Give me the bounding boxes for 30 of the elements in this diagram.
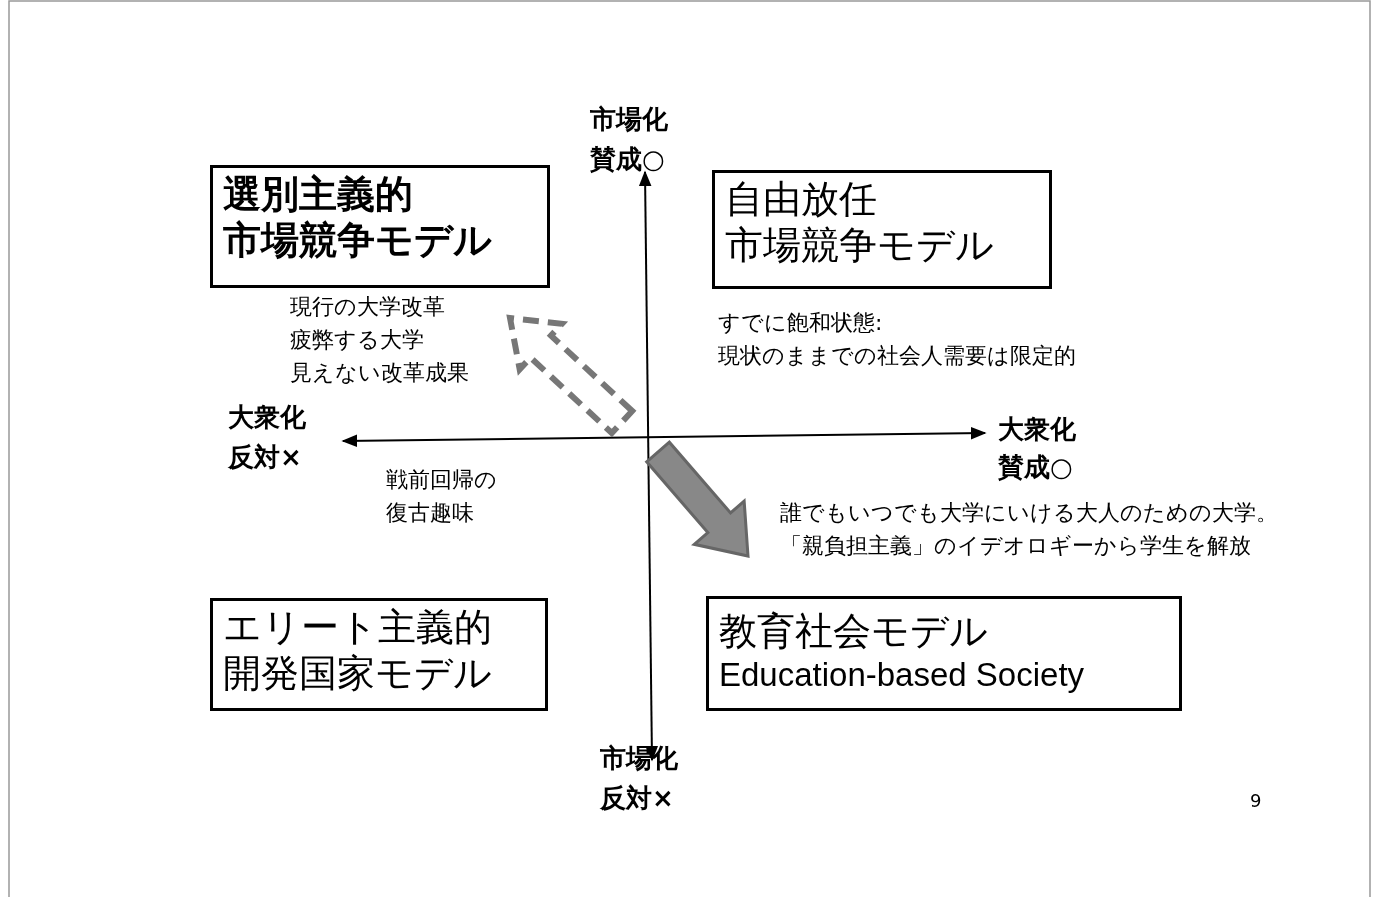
note-text: 「親負担主義」のイデオロギーから学生を解放 xyxy=(780,533,1251,560)
axis-label: 賛成○ xyxy=(590,144,665,176)
model-title: エリート主義的 xyxy=(223,605,493,651)
model-box xyxy=(706,596,1182,711)
model-subtitle: 市場競争モデル xyxy=(725,222,995,269)
axis-label: 賛成○ xyxy=(998,452,1073,484)
axis-label: 反対× xyxy=(600,783,674,815)
note-text: 戦前回帰の xyxy=(386,467,497,494)
model-box xyxy=(210,165,550,288)
model-subtitle: 開発国家モデル xyxy=(223,650,493,697)
model-box xyxy=(712,170,1052,289)
model-title: 自由放任 xyxy=(725,177,878,223)
model-subtitle: Education-based Society xyxy=(719,654,1086,695)
note-text: 疲弊する大学 xyxy=(290,327,424,354)
page-number: 9 xyxy=(1250,790,1262,812)
note-text: 誰でもいつでも大学にいける大人のための大学。 xyxy=(780,500,1278,527)
note-text: 復古趣味 xyxy=(386,500,474,527)
axis-label: 大衆化 xyxy=(228,402,306,434)
axis-label: 市場化 xyxy=(590,104,668,136)
note-text: 現状のままでの社会人需要は限定的 xyxy=(718,343,1076,370)
axis-label: 反対× xyxy=(228,442,302,474)
note-text: 現行の大学改革 xyxy=(290,294,445,321)
note-text: 見えない改革成果 xyxy=(290,360,469,387)
model-box xyxy=(210,598,548,711)
note-text: すでに飽和状態: xyxy=(718,310,883,337)
axis-label: 大衆化 xyxy=(998,414,1076,446)
model-subtitle: 市場競争モデル xyxy=(223,217,493,264)
model-title: 教育社会モデル xyxy=(719,609,989,655)
model-title: 選別主義的 xyxy=(223,172,414,218)
axis-label: 市場化 xyxy=(600,743,678,775)
